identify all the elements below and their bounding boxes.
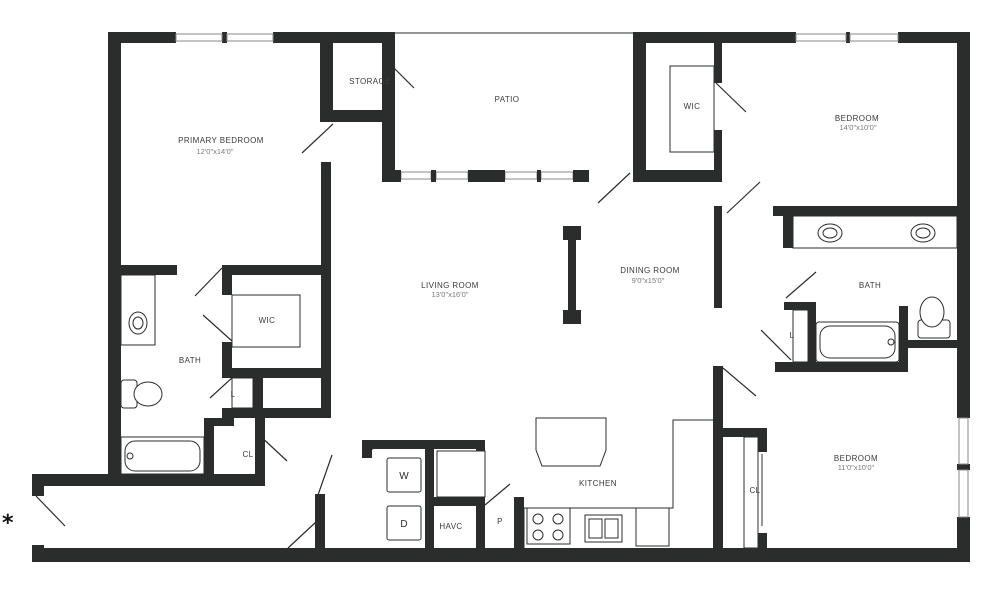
linen-shared-label: L — [790, 331, 795, 340]
primary-bedroom-size: 12'0"x14'0" — [197, 147, 234, 156]
bath-shared-label: BATH — [859, 281, 881, 290]
havc-label: HAVC — [439, 522, 462, 531]
pantry-label: P — [497, 517, 503, 526]
bedroom-lower-label: BEDROOM — [834, 454, 878, 463]
storage-label: STORAGE — [349, 77, 391, 86]
wic-primary-label: WIC — [259, 316, 276, 325]
washer-label: W — [399, 471, 409, 482]
bedroom-upper-size: 14'0"x10'0" — [840, 123, 877, 132]
bedroom-upper-label: BEDROOM — [835, 114, 879, 123]
doors — [35, 59, 817, 549]
bedroom-lower-size: 11'0"x10'0" — [838, 463, 875, 472]
closet-bedroom-label: CL — [749, 486, 760, 495]
wic-bedroom-label: WIC — [684, 102, 701, 111]
patio-label: PATIO — [495, 95, 520, 104]
primary-bedroom-label: PRIMARY BEDROOM — [178, 136, 264, 145]
interior-walls — [121, 32, 957, 548]
windows — [175, 32, 969, 518]
bath-primary-label: BATH — [179, 356, 201, 365]
dining-column — [563, 226, 581, 324]
living-room-label: LIVING ROOM — [421, 281, 479, 290]
exterior-walls — [32, 32, 970, 562]
room-labels: STORAGE PATIO WIC PRIMARY BEDROOM 12'0"x… — [2, 77, 881, 536]
linen-primary-label: L — [231, 390, 236, 399]
dining-room-label: DINING ROOM — [620, 266, 680, 275]
dryer-label: D — [400, 519, 407, 530]
dining-room-size: 9'0"x15'0" — [632, 276, 665, 285]
closet-entry-label: CL — [242, 450, 253, 459]
kitchen-label: KITCHEN — [579, 479, 617, 488]
entry-marker: * — [2, 511, 14, 536]
living-room-size: 13'0"x16'0" — [432, 290, 469, 299]
fixtures — [120, 65, 958, 549]
